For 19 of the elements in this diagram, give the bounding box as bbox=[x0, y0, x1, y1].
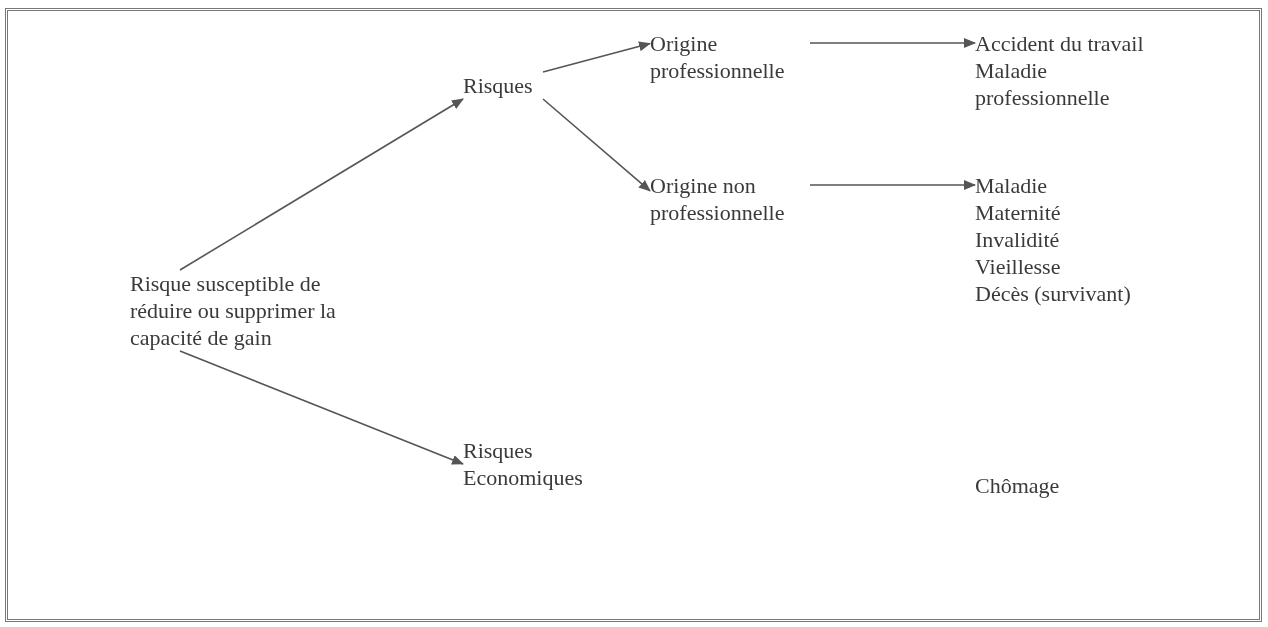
label-text: Chômage bbox=[975, 472, 1060, 499]
node-text: Risques Economiques bbox=[463, 437, 584, 491]
node-text: Invalidité bbox=[975, 226, 1060, 253]
node-text: Risque susceptible de réduire ou supprimer la capacité de gain bbox=[130, 270, 337, 351]
arrow bbox=[179, 98, 464, 271]
node-text: Origine non professionnelle bbox=[650, 172, 786, 226]
arrow bbox=[809, 38, 976, 48]
node-text: Maladie bbox=[975, 172, 1048, 199]
node-text: Risques bbox=[463, 72, 533, 99]
node-text: Accident du travail bbox=[975, 30, 1144, 57]
node-text: Maladie professionnelle bbox=[975, 57, 1111, 111]
node-text: Maternité bbox=[975, 199, 1061, 226]
arrow bbox=[809, 180, 976, 190]
arrow bbox=[179, 350, 464, 465]
node-text: Vieillesse bbox=[975, 253, 1061, 280]
arrow bbox=[542, 98, 651, 192]
node-text: Origine professionnelle bbox=[650, 30, 786, 84]
arrow bbox=[542, 41, 651, 73]
node-text: Décès (survivant) bbox=[975, 280, 1131, 307]
